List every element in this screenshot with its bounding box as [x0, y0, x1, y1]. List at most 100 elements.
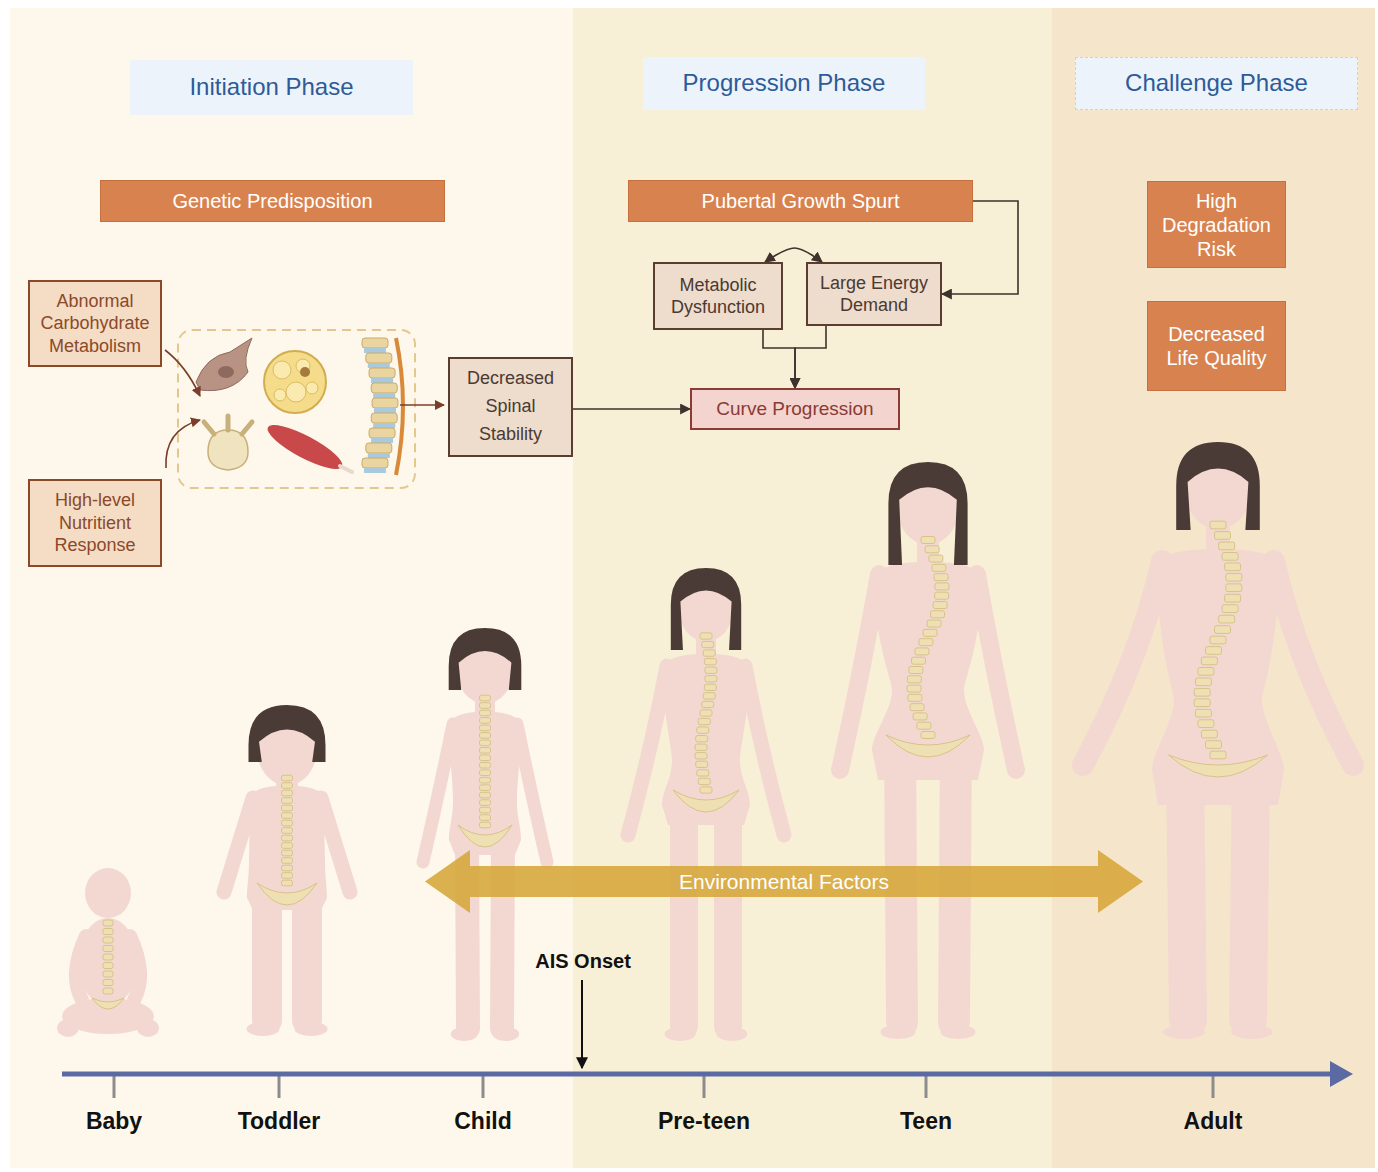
vertebra: [697, 770, 709, 776]
vertebra: [103, 971, 113, 977]
foot: [451, 1027, 477, 1041]
disc: [373, 393, 395, 398]
tick: [278, 1074, 281, 1098]
vertebra-block: [366, 353, 392, 363]
arm: [1274, 561, 1353, 765]
disc: [373, 423, 395, 428]
torso: [247, 770, 327, 910]
human-figure: [840, 462, 1016, 1039]
vertebra: [282, 775, 293, 781]
vertebra: [910, 704, 924, 711]
vertebra: [480, 695, 491, 701]
vertebra: [103, 954, 113, 960]
vertebra: [480, 777, 491, 783]
vertebra-block: [369, 428, 395, 438]
vertebra: [695, 744, 707, 750]
fat-droplet: [286, 382, 306, 402]
human-figure: [1083, 442, 1353, 1039]
process-box: Decreased Spinal Stability: [448, 357, 573, 457]
vertebra: [103, 929, 113, 935]
arm: [423, 724, 453, 862]
vertebra: [695, 753, 707, 759]
vertebra: [282, 873, 293, 879]
vertebra: [480, 733, 491, 739]
hair: [1176, 442, 1260, 530]
vertebra: [917, 722, 931, 729]
vertebra: [1205, 647, 1221, 655]
node-text: Decreased Spinal Stability: [456, 365, 565, 449]
arrow-shape: [425, 850, 1143, 913]
human-figure: [57, 868, 159, 1037]
human-figure: [423, 628, 547, 1041]
pelvis: [257, 883, 317, 905]
vertebra: [103, 988, 113, 994]
tick: [925, 1074, 928, 1098]
challenge-panel: [1052, 8, 1375, 1168]
vertebra: [700, 710, 712, 716]
vertebra: [480, 807, 491, 813]
torso: [872, 532, 984, 780]
connector: [765, 248, 822, 262]
torso: [1152, 517, 1284, 805]
vertebra: [1222, 605, 1238, 613]
vertebra-block: [366, 443, 392, 453]
vertebra-block: [362, 338, 388, 348]
vertebra: [1195, 678, 1211, 686]
tick: [113, 1074, 116, 1098]
spinal-cord: [396, 338, 403, 475]
vertebra: [480, 747, 491, 753]
leader-arrow: [165, 350, 200, 396]
vertebra: [282, 783, 293, 789]
human-figure: [224, 705, 350, 1036]
node-text: Progression Phase: [683, 69, 886, 98]
vertebra: [282, 835, 293, 841]
node-text: Decreased Life Quality: [1158, 322, 1275, 370]
leader-arrow: [166, 420, 200, 468]
vertebra: [1198, 668, 1214, 676]
vertebra-block: [369, 368, 395, 378]
pelvis: [886, 735, 970, 757]
dashed-group: [178, 330, 415, 488]
node-text: Abnormal Carbohydrate Metabolism: [36, 290, 154, 358]
double-arrow: Environmental Factors: [425, 850, 1143, 913]
pelvis: [458, 825, 512, 847]
fat-droplet: [274, 389, 286, 401]
vertebra: [696, 761, 708, 767]
vertebra: [698, 718, 710, 724]
vertebra: [282, 805, 293, 811]
foot: [57, 1019, 79, 1037]
factor-box: Genetic Predisposition: [100, 180, 445, 222]
disc: [371, 438, 393, 443]
node-text: High Degradation Risk: [1158, 189, 1275, 261]
vertebra: [282, 850, 293, 856]
vertebra: [103, 920, 113, 926]
outcome-box: Decreased Life Quality: [1147, 301, 1286, 391]
vertebra: [932, 564, 946, 571]
foot: [493, 1027, 519, 1041]
cause-box: Abnormal Carbohydrate Metabolism: [28, 280, 162, 367]
leader-arrow: [400, 404, 444, 406]
tick: [482, 1074, 485, 1098]
foot: [940, 1025, 975, 1039]
vertebra: [698, 778, 710, 784]
arm: [840, 574, 879, 770]
disc: [374, 408, 396, 413]
vertebra: [933, 602, 947, 609]
foot: [665, 1027, 696, 1041]
vertebra: [705, 676, 717, 682]
arm: [977, 574, 1016, 770]
vertebra: [907, 676, 921, 683]
vertebra: [921, 732, 935, 739]
vertebra: [1215, 532, 1231, 540]
torso: [661, 628, 751, 825]
vertebra: [704, 659, 716, 665]
vertebra: [700, 787, 712, 793]
vertebra: [1226, 573, 1242, 581]
connector: [763, 330, 795, 388]
vertebra: [1198, 720, 1214, 728]
vertebra: [923, 629, 937, 636]
vertebra: [697, 727, 709, 733]
disc: [371, 378, 393, 383]
vertebra: [908, 694, 922, 701]
